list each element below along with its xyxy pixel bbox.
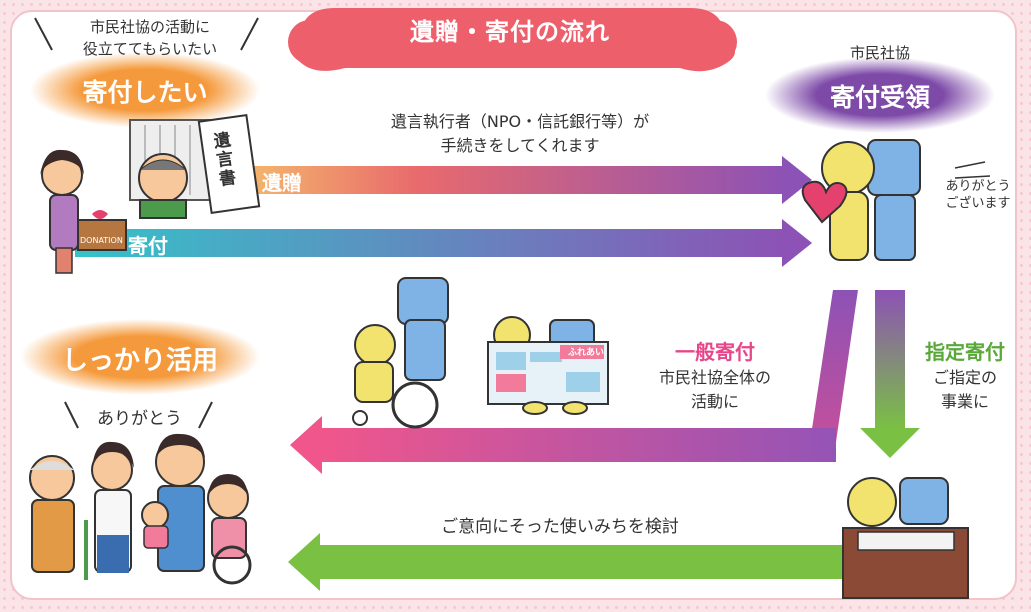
newspaper-scene-illustration [487,316,609,415]
executor-note: 遺言執行者（NPO・信託銀行等）が 手続きをしてくれます [330,110,710,158]
page-title: 遺贈・寄付の流れ [410,18,610,46]
receiver-thanks: ありがとう ございます [938,178,1018,212]
newspaper-label: ふれあい [568,348,605,358]
donor-caption-line1: 市民社協の活動に [89,18,210,36]
designated-donation-title: 指定寄付 [925,340,1005,364]
family-group-illustration [29,433,252,585]
general-donation-arrow [290,290,858,474]
use-badge-glow [20,319,260,395]
donation-arrow [75,219,812,267]
donor-caption-marks [34,17,259,51]
use-thanks: ありがとう [97,409,182,429]
woman-donor-illustration [40,149,127,274]
general-donation-desc: 市民社協全体の 活動に [650,366,780,414]
consider-note: ご意向にそった使いみちを検討 [441,517,679,537]
designated-donation-arrow [860,290,920,458]
use-badge: しっかり活用 [61,346,218,376]
receiver-badge-glow [765,57,995,133]
designated-donation-desc: ご指定の 事業に [920,366,1010,414]
receiver-org: 市民社協 [849,44,910,62]
wheelchair-scene-illustration [352,277,449,429]
designated-donation-line2: 事業に [940,392,989,411]
executor-note-line2: 手続きをしてくれます [440,136,600,155]
general-donation-line1: 市民社協全体の [658,368,771,387]
donor-caption-line2: 役立ててもらいたい [82,40,218,58]
receiver-badge: 寄付受領 [829,83,930,112]
receiver-thanks-line2: ございます [945,196,1011,211]
donor-badge-glow [30,52,260,128]
donor-badge: 寄付したい [82,78,208,107]
elderly-donor-illustration [138,153,188,219]
donation-box-label: DONATION [80,236,123,245]
consult-desk-illustration [842,477,969,599]
thanks-marks [954,161,991,179]
general-donation-title: 一般寄付 [675,340,755,364]
designated-donation-line1: ご指定の [932,368,997,387]
donation-label: 寄付 [128,234,168,258]
receiver-characters-illustration [801,139,921,261]
title-banner [288,8,737,72]
general-donation-line2: 活動に [690,392,739,411]
bequest-label: 遺贈 [262,171,302,195]
consider-arrow [288,533,848,591]
donor-caption: 市民社協の活動に 役立ててもらいたい [55,16,245,60]
use-caption-marks [64,401,213,429]
bequest-arrow [220,156,812,204]
executor-note-line1: 遺言執行者（NPO・信託銀行等）が [390,112,650,131]
receiver-thanks-line1: ありがとう [945,179,1011,194]
